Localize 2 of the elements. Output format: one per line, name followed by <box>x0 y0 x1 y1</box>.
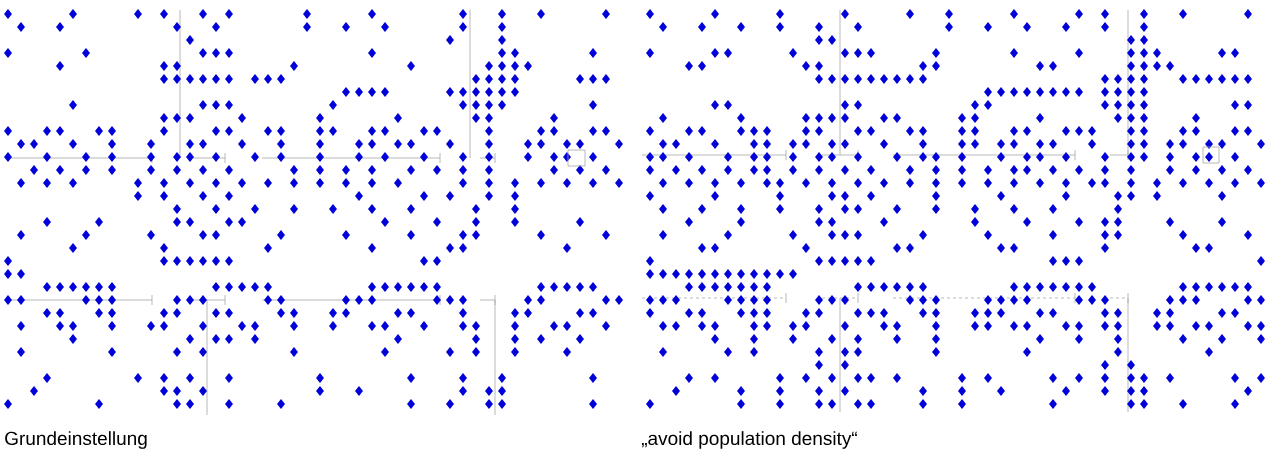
caption: Grundeinstellung <box>5 431 147 449</box>
caption: „avoid population density“ <box>641 431 857 449</box>
